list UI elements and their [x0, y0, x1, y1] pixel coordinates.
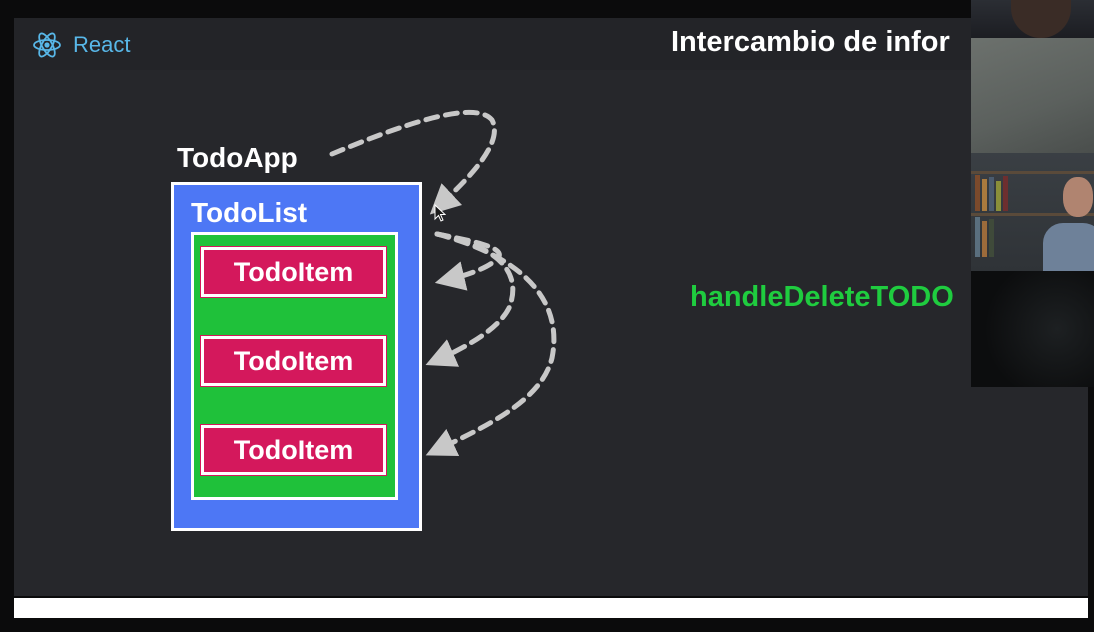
webcam-tile	[971, 271, 1094, 387]
webcam-tile	[971, 153, 1094, 271]
todo-items-container: TodoItem TodoItem TodoItem	[191, 232, 398, 500]
progress-bar-track[interactable]	[14, 598, 1088, 618]
webcam-tile	[971, 0, 1094, 38]
slide: React Intercambio de infor TodoApp TodoL…	[14, 18, 1088, 596]
brand-label: React	[73, 32, 131, 57]
person-silhouette	[1011, 0, 1071, 38]
slide-title: Intercambio de infor	[671, 26, 950, 58]
todo-item: TodoItem	[201, 336, 386, 386]
todolist-box: TodoList TodoItem TodoItem TodoItem	[171, 182, 422, 531]
cursor-arrow-icon	[434, 204, 446, 222]
todo-item: TodoItem	[201, 247, 386, 297]
person-head	[1063, 177, 1093, 217]
handler-label: handleDeleteTODO	[690, 281, 954, 313]
data-flow-arrows	[329, 109, 557, 457]
webcam-tile	[971, 38, 1094, 153]
slide-header: React Intercambio de infor	[14, 18, 1088, 70]
todo-item: TodoItem	[201, 425, 386, 475]
arrow-app-to-list	[329, 109, 497, 215]
todolist-label: TodoList	[191, 197, 308, 228]
arrow-list-to-item-3	[425, 231, 557, 457]
webcam-panel	[971, 0, 1094, 387]
todoapp-label: TodoApp	[177, 142, 298, 173]
react-atom-icon	[33, 32, 61, 58]
person-body	[1043, 223, 1094, 271]
